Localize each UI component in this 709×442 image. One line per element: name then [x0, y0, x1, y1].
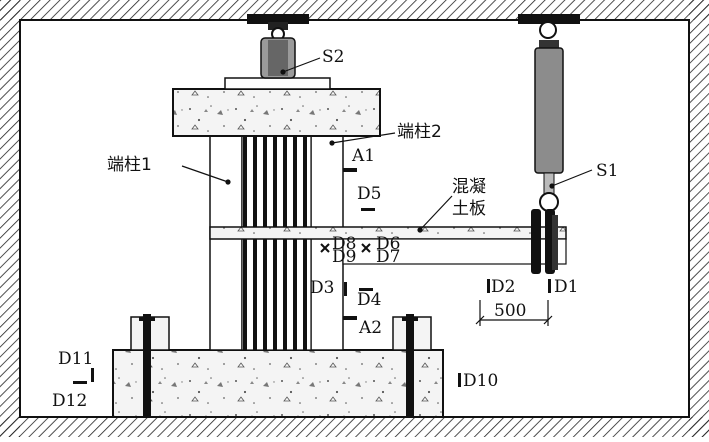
- s1-actuator: [518, 14, 580, 274]
- top-beam: [172, 77, 381, 137]
- label-d3: D3: [310, 278, 334, 298]
- label-a2: A2: [358, 318, 382, 338]
- label-s1: S1: [596, 161, 618, 181]
- concrete-slab: [209, 226, 567, 265]
- label-d10: D10: [463, 371, 498, 391]
- label-s2: S2: [322, 47, 344, 67]
- label-d4: D4: [357, 290, 381, 310]
- label-d12: D12: [52, 391, 87, 411]
- s2-actuator: [247, 14, 309, 79]
- label-d7: D7: [376, 247, 400, 267]
- label-column1: 端柱1: [107, 155, 152, 175]
- label-d2: D2: [491, 277, 515, 297]
- sensor-marks: [73, 168, 551, 387]
- label-d1: D1: [554, 277, 578, 297]
- label-d5: D5: [357, 184, 381, 204]
- foundation-beam: [112, 314, 444, 418]
- label-a1: A1: [351, 146, 375, 166]
- label-column2: 端柱2: [397, 122, 442, 142]
- leader-lines: [181, 57, 593, 233]
- label-slab-line2: 土板: [452, 199, 486, 219]
- label-dim-500: 500: [494, 301, 526, 321]
- steel-strips: [243, 136, 307, 350]
- label-d9: D9: [332, 247, 356, 267]
- x-markers: [320, 243, 371, 253]
- label-d6: D6: [376, 234, 400, 254]
- label-slab-line1: 混凝: [452, 177, 486, 197]
- label-d11: D11: [58, 349, 93, 369]
- dimension-500: [475, 300, 553, 326]
- label-d8: D8: [332, 234, 356, 254]
